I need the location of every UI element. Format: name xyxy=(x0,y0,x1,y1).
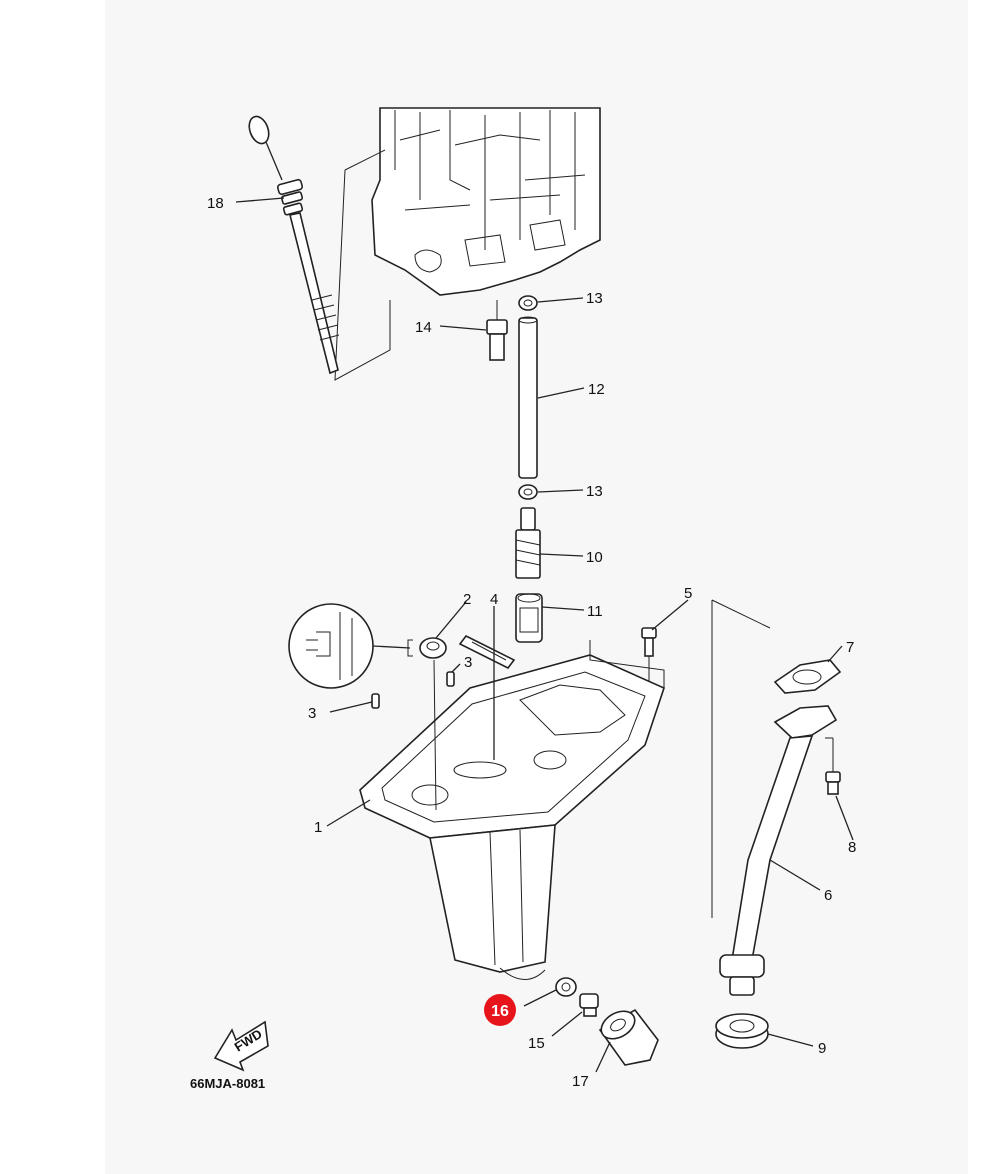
grommet-part-9 xyxy=(715,1013,769,1049)
washer-part-16 xyxy=(555,977,577,997)
drain-plug-part-15 xyxy=(579,993,599,1017)
callout-3-upper: 3 xyxy=(464,654,472,671)
water-tube-part-12 xyxy=(518,316,538,479)
seal-part-11 xyxy=(515,593,543,643)
callout-3-lower: 3 xyxy=(308,705,316,722)
callout-12: 12 xyxy=(588,381,605,398)
fwd-arrow-icon: FWD xyxy=(213,1020,269,1072)
callout-13-bottom: 13 xyxy=(586,483,603,500)
grommet-part-13-top xyxy=(518,295,538,311)
callout-7: 7 xyxy=(846,639,854,656)
leader-lines xyxy=(235,197,854,1073)
grommet-part-17 xyxy=(598,1008,659,1066)
callout-2: 2 xyxy=(463,591,471,608)
callout-10: 10 xyxy=(586,549,603,566)
callout-6: 6 xyxy=(824,887,832,904)
callout-14: 14 xyxy=(415,319,432,336)
callout-8: 8 xyxy=(848,839,856,856)
callout-labels: 18 14 13 12 13 10 11 2 4 5 7 3 3 1 8 6 9… xyxy=(207,195,856,1090)
detail-inset xyxy=(288,603,413,689)
diagram-code: 66MJA-8081 xyxy=(190,1076,265,1091)
gasket-part-4 xyxy=(458,634,516,670)
pipe-part-6 xyxy=(711,599,838,996)
callout-17: 17 xyxy=(572,1073,589,1090)
callout-18: 18 xyxy=(207,195,224,212)
callout-4: 4 xyxy=(490,591,498,608)
water-pipe-part-10 xyxy=(515,507,541,579)
bolt-part-14 xyxy=(486,300,508,361)
upper-casing-part-1 xyxy=(359,640,665,980)
callout-1: 1 xyxy=(314,819,322,836)
damper-part-2 xyxy=(419,637,447,659)
dipstick-part xyxy=(248,115,340,375)
callout-5: 5 xyxy=(684,585,692,602)
gasket-part-7 xyxy=(773,659,842,694)
dowel-pins-part-3 xyxy=(371,671,455,709)
callout-9: 9 xyxy=(818,1040,826,1057)
bolt-part-8 xyxy=(825,737,841,795)
grommet-part-13-bottom xyxy=(518,484,538,500)
callout-16: 16 xyxy=(491,1003,509,1020)
engine-block-outline xyxy=(334,107,601,381)
callout-13-top: 13 xyxy=(586,290,603,307)
callout-11: 11 xyxy=(587,603,603,620)
callout-15: 15 xyxy=(528,1035,545,1052)
right-margin xyxy=(968,0,1000,1174)
highlight-badge-16[interactable]: 16 xyxy=(484,994,516,1026)
left-margin xyxy=(0,0,105,1174)
